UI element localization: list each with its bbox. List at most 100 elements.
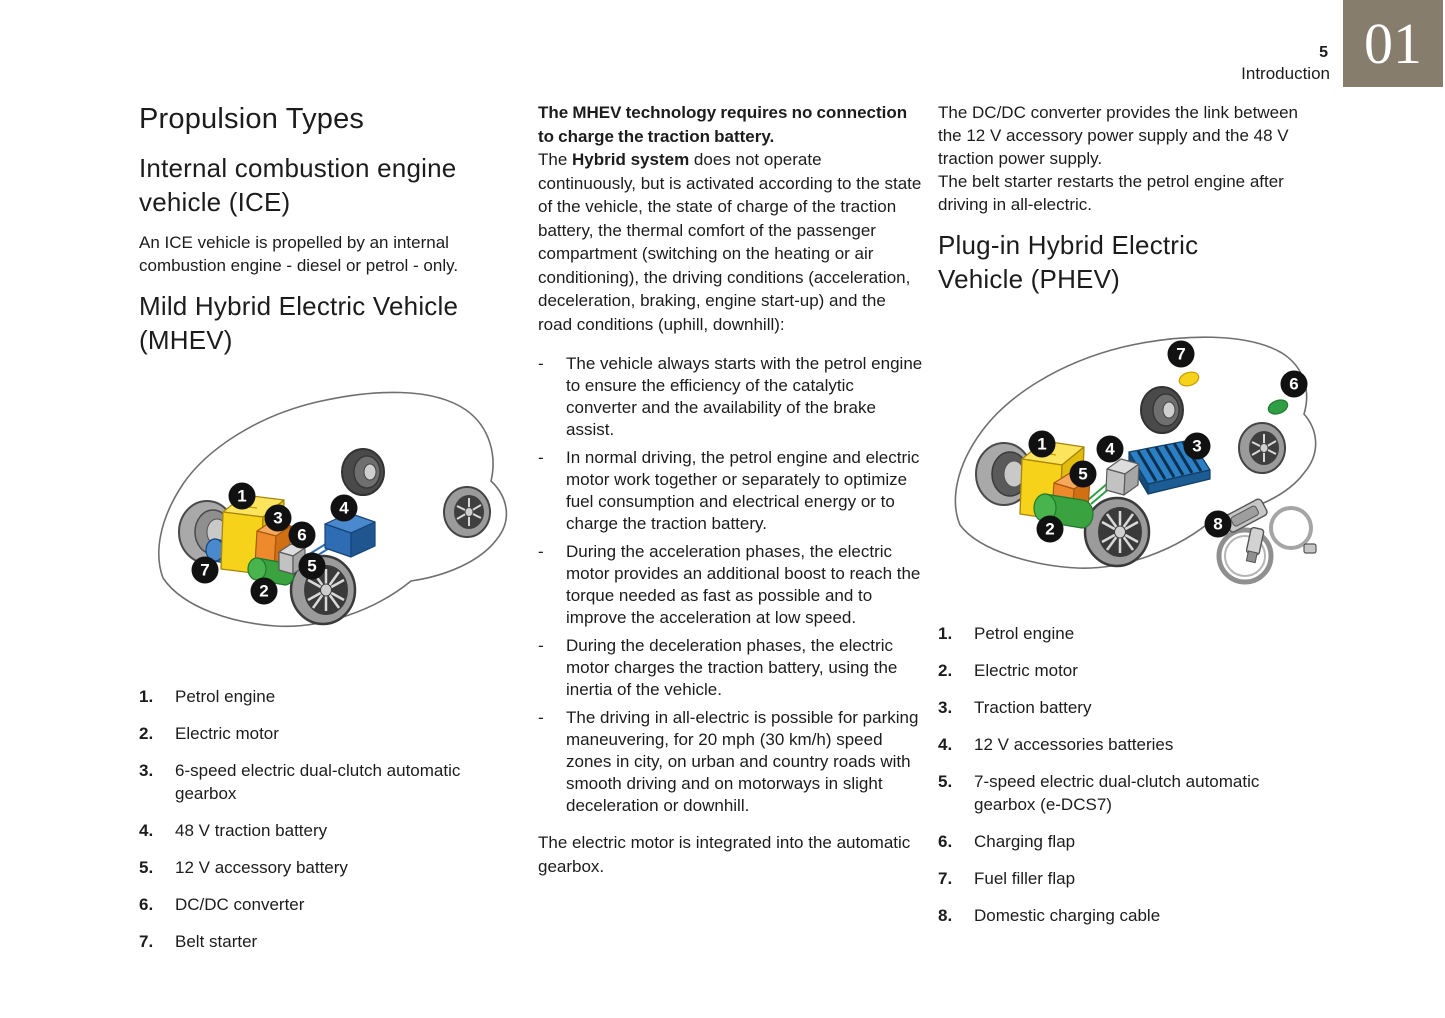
svg-text:4: 4 (339, 499, 349, 518)
page-number: 5 (1319, 44, 1328, 61)
legend-item: 7. Fuel filler flap (938, 867, 1310, 890)
bullet-text: During the deceleration phases, the elec… (566, 636, 898, 699)
accessory-batteries (1105, 458, 1140, 496)
svg-text:1: 1 (1037, 435, 1046, 454)
legend-label: Electric motor (974, 661, 1078, 680)
phev-heading: Plug-in Hybrid Electric Vehicle (PHEV) (938, 228, 1310, 296)
callout-6: 6 (1280, 370, 1308, 398)
bullet-text: In normal driving, the petrol engine and… (566, 448, 920, 533)
callout-7: 7 (191, 556, 219, 584)
legend-label: DC/DC converter (175, 895, 305, 914)
legend-label: Petrol engine (175, 687, 276, 706)
bullet-item: - During the deceleration phases, the el… (538, 635, 923, 701)
fuel-filler-flap (1178, 371, 1200, 387)
callout-7: 7 (1167, 340, 1195, 368)
legend-item: 3. 6-speed electric dual-clutch automati… (139, 759, 491, 805)
phev-heading-line2: Vehicle (PHEV) (938, 264, 1120, 294)
legend-number: 1. (139, 687, 154, 706)
legend-item: 3. Traction battery (938, 696, 1310, 719)
dcdc-paragraph: The DC/DC converter provides the link be… (938, 103, 1298, 168)
page-title: Propulsion Types (139, 103, 365, 135)
mhev-heading-line1: Mild Hybrid Electric Vehicle (139, 291, 459, 321)
legend-label: 6-speed electric dual-clutch automatic g… (175, 761, 461, 803)
mhev-heading: Mild Hybrid Electric Vehicle (MHEV) (139, 289, 491, 357)
chapter-number: 01 (1364, 10, 1422, 76)
legend-number: 8. (938, 906, 953, 925)
legend-item: 6. Charging flap (938, 830, 1310, 853)
phev-diagram: 7 6 1 4 3 5 2 (954, 336, 1317, 585)
mhev-legend: 1. Petrol engine 2. Electric motor 3. 6-… (139, 685, 491, 953)
legend-number: 6. (139, 895, 154, 914)
legend-label: Charging flap (974, 832, 1076, 851)
paragraph-post: does not operate continuously, but is ac… (538, 150, 922, 334)
callout-5: 5 (1069, 460, 1097, 488)
legend-item: 1. Petrol engine (139, 685, 491, 708)
bullet-marker: - (538, 708, 544, 727)
svg-text:8: 8 (1213, 515, 1222, 534)
legend-label: Petrol engine (974, 624, 1075, 643)
svg-text:3: 3 (273, 509, 282, 528)
legend-item: 2. Electric motor (139, 722, 491, 745)
callout-8: 8 (1204, 510, 1232, 538)
ice-heading: Internal combustion engine vehicle (ICE) (139, 151, 491, 219)
bullet-marker: - (538, 448, 544, 467)
legend-label: Belt starter (175, 932, 258, 951)
svg-text:1: 1 (237, 487, 246, 506)
callout-2: 2 (250, 577, 278, 605)
mhev-bullet-list: - The vehicle always starts with the pet… (538, 353, 923, 817)
traction-battery-48v (324, 512, 376, 558)
bullet-item: - During the acceleration phases, the el… (538, 541, 923, 629)
ice-paragraph: An ICE vehicle is propelled by an intern… (139, 233, 459, 275)
bullet-text: The vehicle always starts with the petro… (566, 354, 923, 439)
ice-heading-line1: Internal combustion engine (139, 153, 457, 183)
bullet-item: - The vehicle always starts with the pet… (538, 353, 923, 441)
bullet-marker: - (538, 354, 544, 373)
callout-1: 1 (1028, 430, 1056, 458)
legend-label: 48 V traction battery (175, 821, 328, 840)
chapter-badge: 01 (1343, 0, 1443, 87)
legend-number: 2. (139, 724, 154, 743)
rear-right-wheel (443, 486, 491, 538)
middle-column: The MHEV technology requires no connecti… (538, 101, 923, 878)
callout-3: 3 (264, 504, 292, 532)
callout-5: 5 (298, 552, 326, 580)
mhev-diagram: 1 3 6 4 7 2 5 (158, 391, 508, 628)
callout-4: 4 (330, 494, 358, 522)
legend-item: 8. Domestic charging cable (938, 904, 1310, 927)
legend-item: 2. Electric motor (938, 659, 1310, 682)
legend-label: Domestic charging cable (974, 906, 1161, 925)
front-right-wheel (1140, 386, 1184, 434)
charging-cable (1216, 498, 1317, 585)
svg-text:4: 4 (1105, 440, 1115, 459)
legend-item: 1. Petrol engine (938, 622, 1310, 645)
legend-item: 5. 7-speed electric dual-clutch automati… (938, 770, 1310, 816)
charging-flap (1267, 399, 1289, 415)
legend-number: 4. (139, 821, 154, 840)
legend-item: 7. Belt starter (139, 930, 491, 953)
right-column: The DC/DC converter provides the link be… (938, 101, 1317, 941)
bullet-text: During the acceleration phases, the elec… (566, 542, 921, 627)
legend-number: 7. (938, 869, 953, 888)
mhev-paragraph: The Hybrid system does not operate conti… (538, 148, 923, 336)
bullet-item: - In normal driving, the petrol engine a… (538, 447, 923, 535)
legend-item: 5. 12 V accessory battery (139, 856, 491, 879)
svg-text:7: 7 (200, 561, 209, 580)
legend-number: 6. (938, 832, 953, 851)
callout-2: 2 (1036, 515, 1064, 543)
belt-starter-paragraph: The belt starter restarts the petrol eng… (938, 172, 1284, 214)
legend-number: 4. (938, 735, 953, 754)
callout-6: 6 (288, 521, 316, 549)
svg-text:6: 6 (1289, 375, 1298, 394)
front-right-wheel (341, 448, 385, 496)
svg-text:7: 7 (1176, 345, 1185, 364)
svg-text:2: 2 (1045, 520, 1054, 539)
ice-heading-line2: vehicle (ICE) (139, 187, 291, 217)
legend-label: Electric motor (175, 724, 279, 743)
paragraph-pre: The (538, 150, 573, 169)
left-column: Propulsion Types Internal combustion eng… (139, 101, 508, 967)
legend-label: Traction battery (974, 698, 1092, 717)
front-left-wheel (975, 442, 1033, 506)
callout-1: 1 (228, 482, 256, 510)
svg-text:5: 5 (1078, 465, 1087, 484)
